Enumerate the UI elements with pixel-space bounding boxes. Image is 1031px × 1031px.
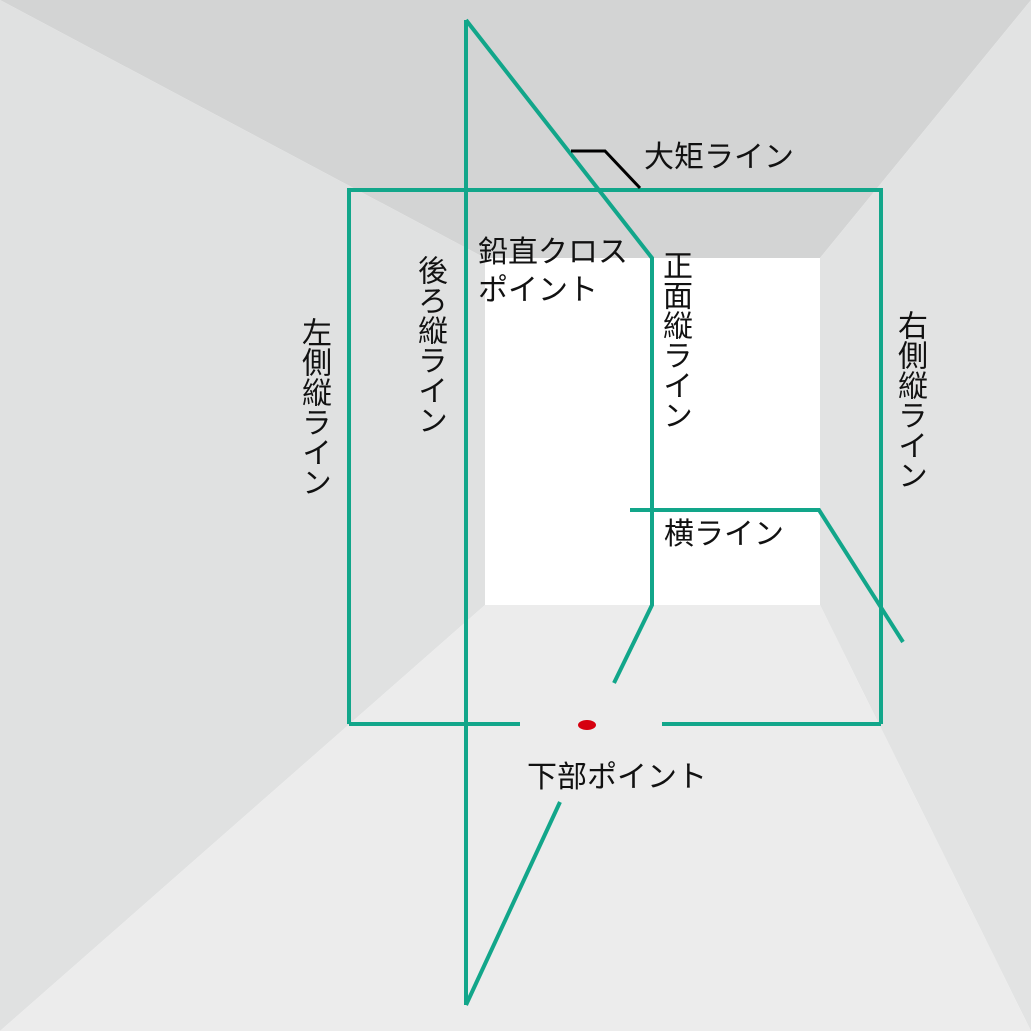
laser-front-vertical	[464, 18, 654, 684]
ceiling-label-leader	[571, 149, 642, 190]
label-bottom-point: 下部ポイント	[527, 760, 707, 795]
laser-horizontal	[630, 508, 905, 644]
ceiling-surface	[0, 0, 1031, 258]
left-wall-surface	[0, 0, 485, 1031]
bottom-laser-point	[578, 720, 596, 730]
label-right-vertical-line: 右側縦ライン	[892, 310, 927, 490]
label-front-vertical-line: 正面縦ライン	[657, 250, 692, 430]
label-left-vertical-line: 左側縦ライン	[296, 317, 331, 497]
label-rear-vertical-line: 後ろ縦ライン	[412, 255, 447, 435]
label-horizontal-line: 横ライン	[664, 517, 784, 552]
laser-floor-line	[464, 801, 562, 1006]
label-ceiling-line: 大矩ライン	[644, 140, 794, 175]
floor-surface	[0, 605, 1031, 1031]
laser-rect-top-left-sides	[347, 188, 883, 724]
right-wall-surface	[820, 0, 1031, 1031]
label-vertical-cross-point: 鉛直クロス ポイント	[478, 235, 628, 308]
